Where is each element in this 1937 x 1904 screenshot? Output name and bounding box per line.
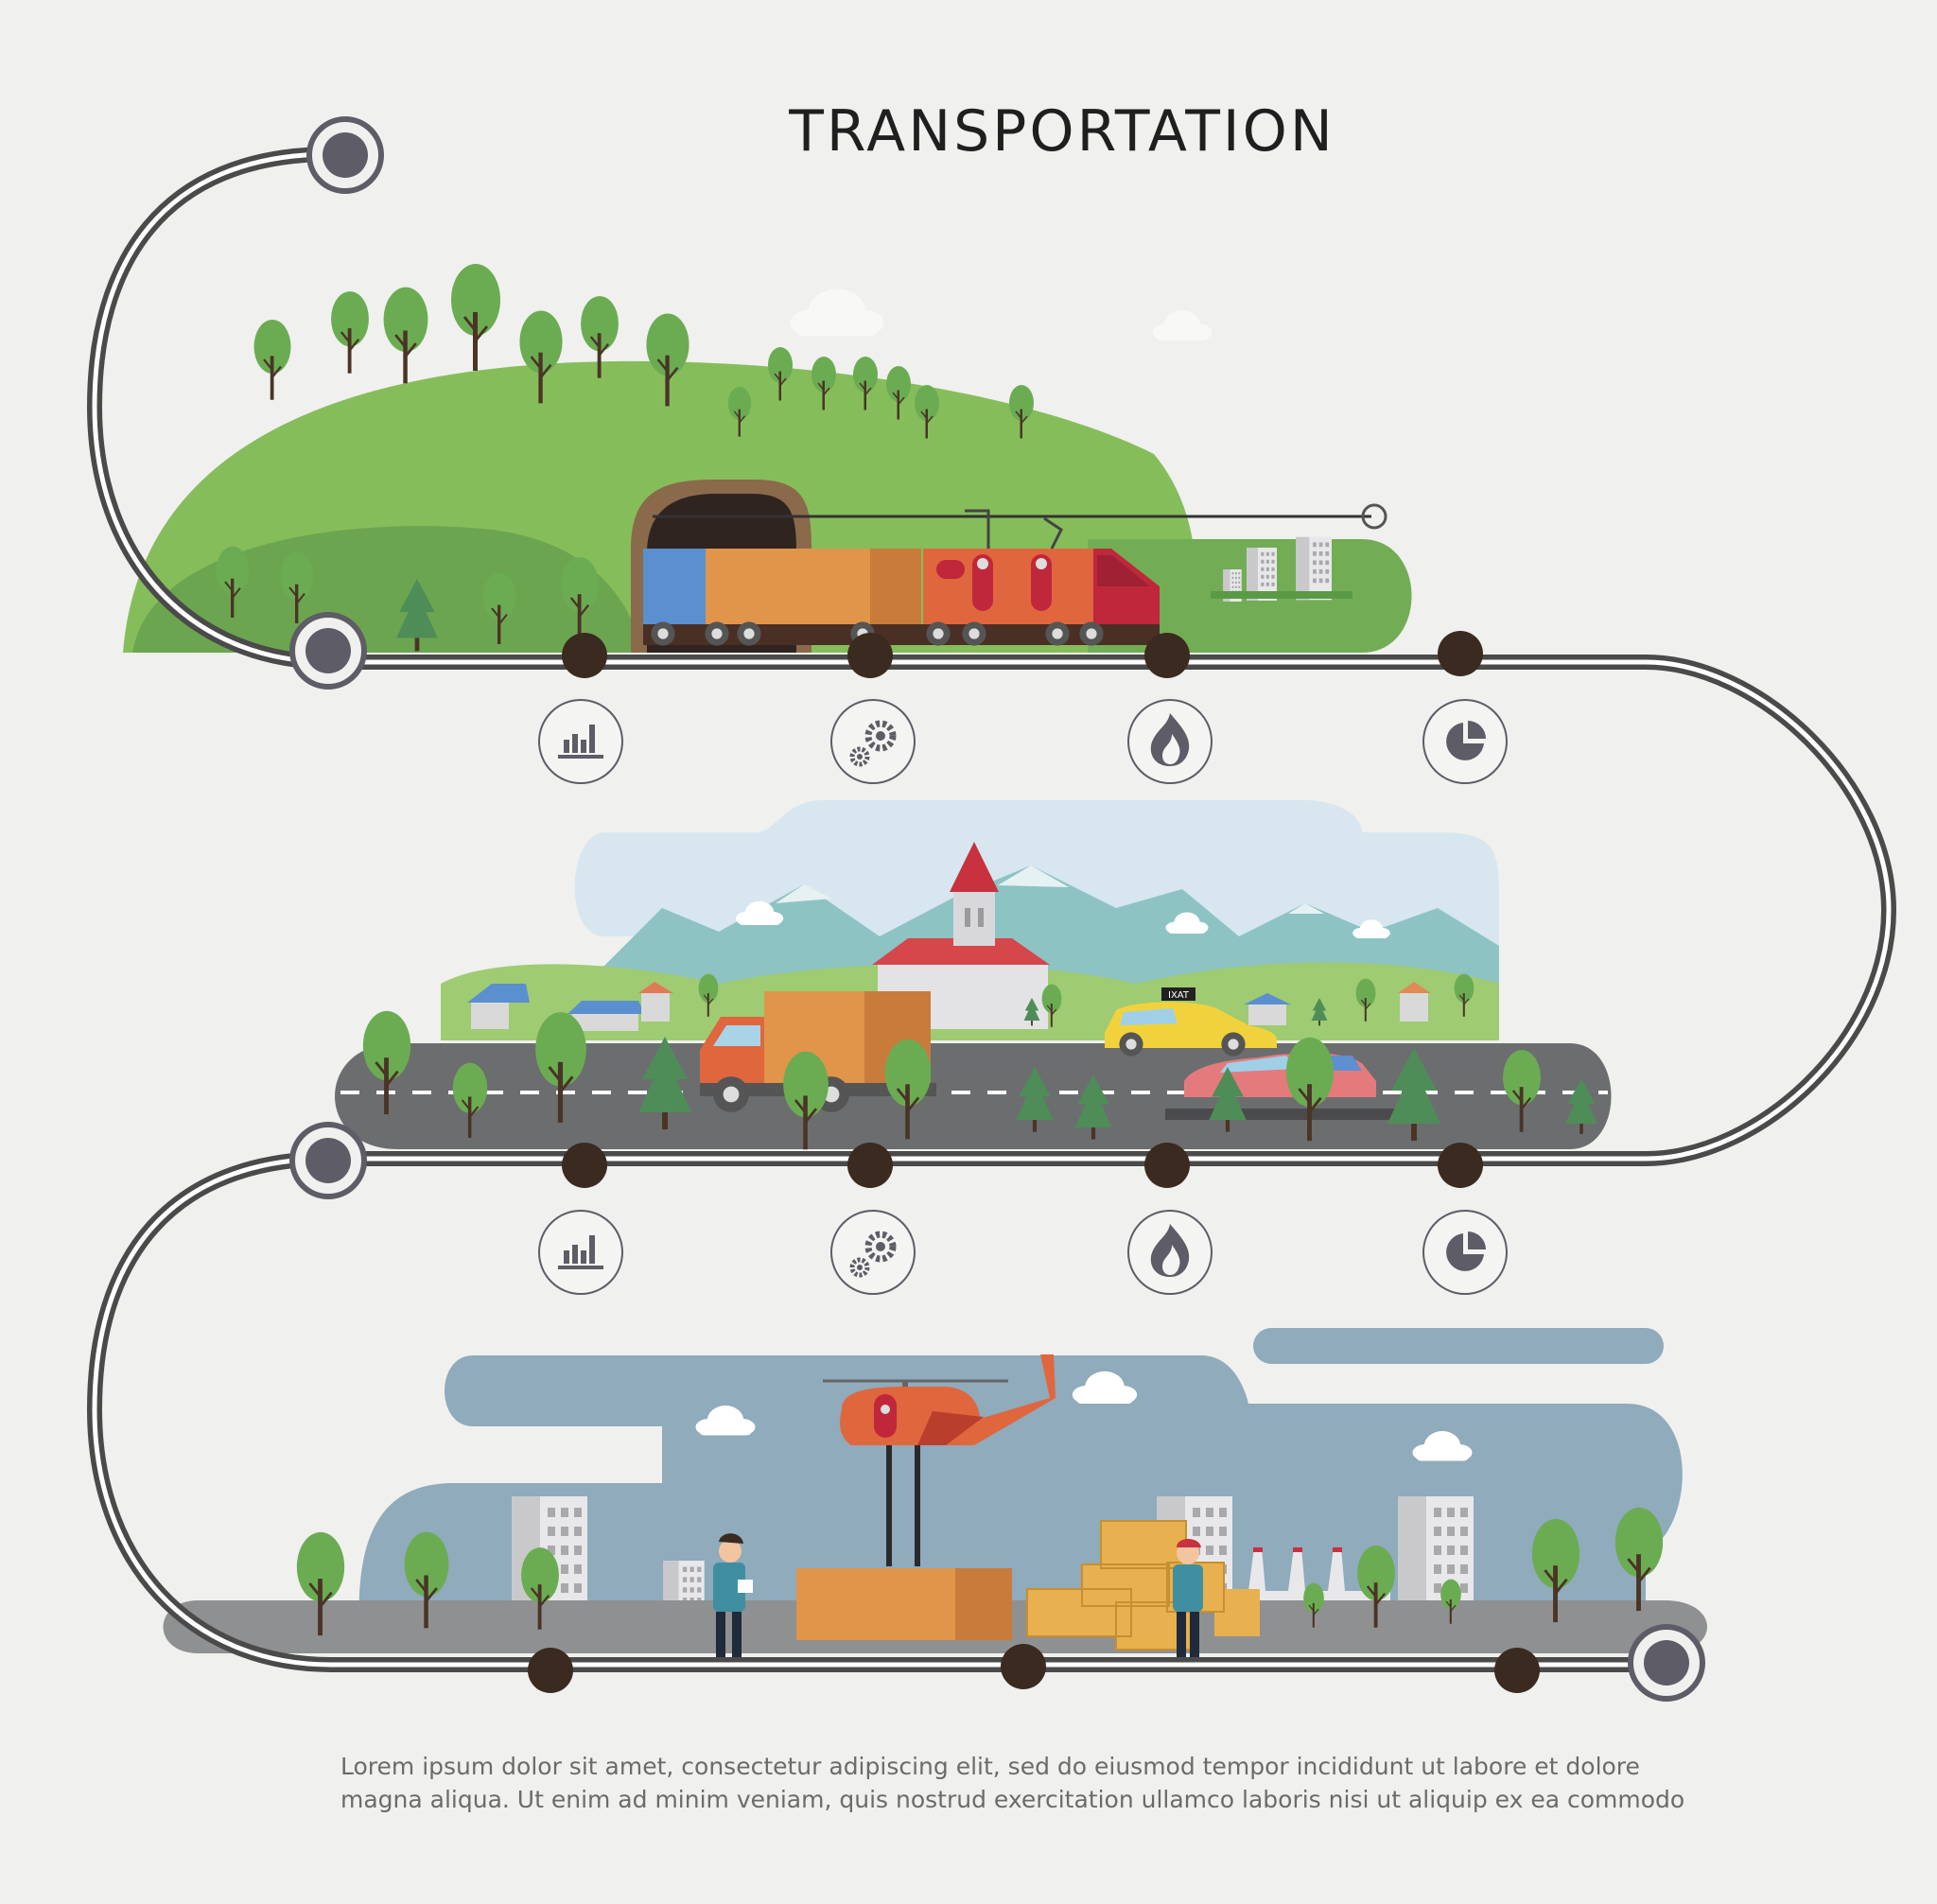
icon-row-1 [538,699,1508,784]
electric-locomotive [643,509,1160,646]
stop-dot [562,633,607,678]
stop-dot [847,1143,893,1188]
sky-strip [1253,1328,1664,1364]
cloud [1152,310,1213,341]
dusk-sky [358,1355,1683,1627]
road-scene: IXAT [335,800,1612,1151]
description-line-2: magna aliqua. Ut enim ad minim veniam, q… [340,1786,1685,1813]
gears-icon [830,699,916,784]
taxi: IXAT [1105,987,1277,1057]
stop-dot [1144,1143,1190,1188]
rail-scene [123,262,1412,653]
description: Lorem ipsum dolor sit amet, consectetur … [340,1750,1740,1816]
hill-front [132,526,643,653]
bar-chart-icon [538,1210,623,1295]
flame-icon [1127,699,1213,784]
route-node [289,612,367,690]
gears-icon [830,1210,916,1295]
description-line-1: Lorem ipsum dolor sit amet, consectetur … [340,1753,1640,1780]
flame-icon [1127,1210,1213,1295]
stop-dot [1438,1143,1483,1188]
route-node-end [1628,1624,1705,1702]
stop-dot [1001,1644,1046,1689]
stop-dot [847,633,893,678]
icon-row-2 [538,1210,1508,1295]
route-line [86,147,1897,1672]
stop-dot [528,1648,573,1693]
route-node-start [306,116,384,194]
taxi-sign: IXAT [1168,990,1190,1001]
cargo-scene [163,1328,1707,1661]
distant-city [1211,536,1352,602]
wire-end [1361,503,1387,530]
route-node [289,1122,367,1199]
stop-dot [562,1143,607,1188]
tree [329,289,371,376]
stop-dot [1438,631,1483,676]
pie-chart-icon [1422,1210,1508,1295]
cloud [790,288,884,336]
helicopter [796,1354,1056,1640]
bar-chart-icon [538,699,623,784]
worker-with-box [1173,1539,1203,1659]
stop-dots [528,631,1540,1693]
tree [449,262,502,373]
stop-dot [1144,633,1190,678]
tree [253,318,292,402]
tree [382,286,429,385]
worker-with-tablet [713,1533,753,1661]
village [467,982,1431,1031]
stop-dot [1494,1648,1540,1693]
page-title: TRANSPORTATION [789,98,1335,165]
pie-chart-icon [1422,699,1508,784]
